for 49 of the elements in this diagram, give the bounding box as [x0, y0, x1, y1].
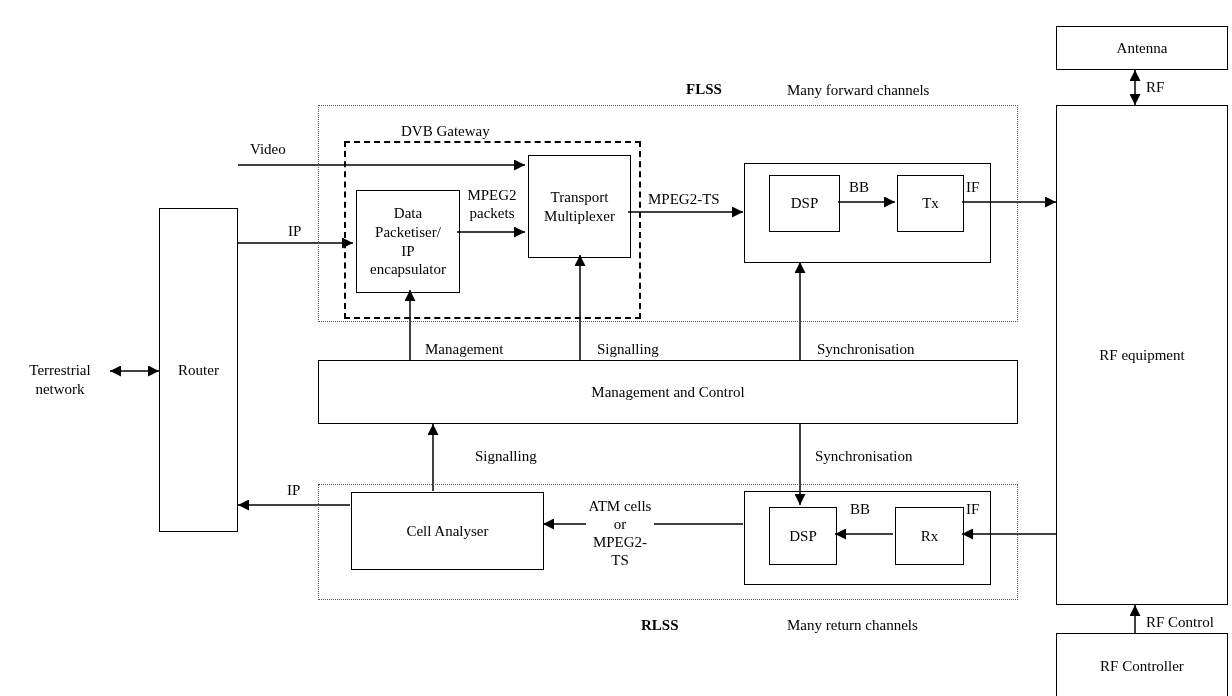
- arrow: [837, 196, 896, 208]
- node-label: Transport Multiplexer: [543, 187, 616, 226]
- node-label: Tx: [922, 194, 939, 213]
- arrow: [456, 226, 526, 238]
- node-note: Many forward channels: [787, 82, 930, 99]
- node-label: DVB Gateway: [401, 123, 490, 140]
- process-box: [356, 190, 460, 293]
- arrow: [404, 289, 416, 361]
- control-box: [318, 360, 1018, 424]
- node-label: Cell Analyser: [406, 521, 489, 541]
- node-label: RLSS: [641, 617, 679, 634]
- node-label: RF Controller: [1100, 657, 1184, 676]
- router-box: [159, 208, 238, 532]
- node-label: DSP: [790, 194, 819, 213]
- process-box: [897, 175, 964, 232]
- channel-box: [744, 491, 991, 585]
- node-label: Router: [178, 360, 219, 380]
- node-label: RF equipment: [1099, 345, 1185, 365]
- antenna-box: [1056, 26, 1228, 70]
- arrow: [794, 423, 806, 506]
- node-label: DSP: [789, 526, 817, 546]
- node-note: Many return channels: [787, 617, 918, 634]
- node-label: FLSS: [686, 81, 722, 98]
- process-box: [528, 155, 631, 258]
- arrow: [237, 499, 351, 511]
- arrow: [109, 365, 160, 377]
- process-box: [895, 507, 964, 565]
- arrow: [237, 159, 526, 171]
- arrow: [574, 254, 586, 361]
- node-label: Antenna: [1116, 38, 1168, 58]
- arrow: [1129, 604, 1141, 634]
- arrow: [427, 423, 439, 492]
- channel-box: [744, 163, 991, 263]
- process-box: [769, 507, 837, 565]
- arrow: [961, 528, 1057, 540]
- arrow: [834, 528, 894, 540]
- node-label: Rx: [920, 526, 939, 546]
- arrow: [794, 261, 806, 361]
- equipment-box: [1056, 105, 1228, 605]
- arrow: [237, 237, 354, 249]
- node-label: Data Packetiser/ IP encapsulator: [369, 204, 447, 279]
- process-box: [351, 492, 544, 570]
- arrow: [961, 196, 1057, 208]
- node-label: Management and Control: [591, 382, 745, 402]
- arrow: [1129, 69, 1141, 106]
- node-label: Terrestrial network: [28, 361, 92, 399]
- controller-box: [1056, 633, 1228, 696]
- arrow: [627, 206, 744, 218]
- process-box: [769, 175, 840, 232]
